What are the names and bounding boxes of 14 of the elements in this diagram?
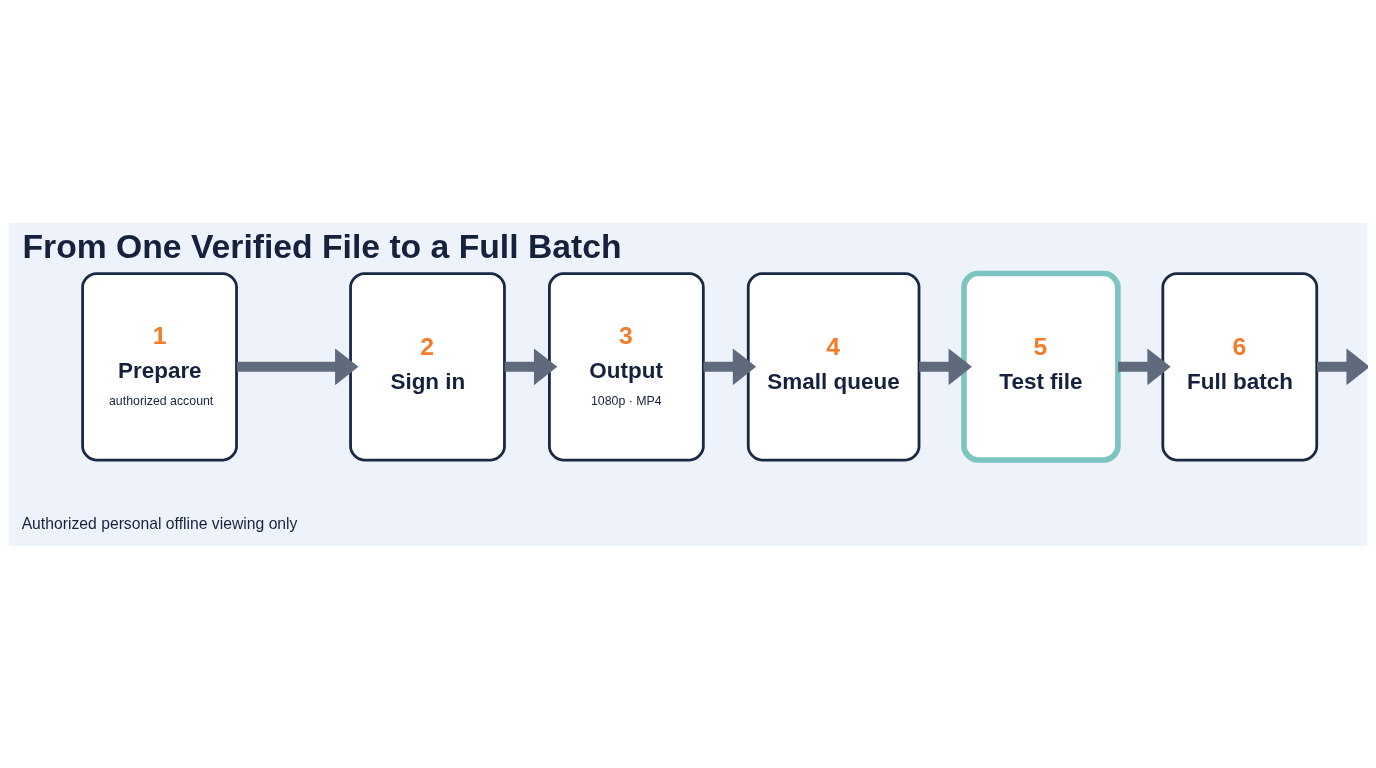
arrow <box>236 347 359 385</box>
node-box: 5 Test file <box>961 270 1121 463</box>
arrow <box>504 347 558 385</box>
node-box: 1 Prepare authorized account <box>81 271 238 461</box>
diagram-title: From One Verified File to a Full Batch <box>22 226 622 265</box>
node-box: 3 Output 1080p · MP4 <box>548 271 705 461</box>
node-box: 2 Sign in <box>349 271 506 461</box>
caption: Authorized personal offline viewing only <box>21 514 298 532</box>
arrow <box>1118 347 1171 385</box>
node-box: 6 Full batch <box>1161 271 1319 461</box>
arrow <box>919 347 972 385</box>
arrow <box>703 347 757 385</box>
node-box: 4 Small queue <box>746 271 921 461</box>
arrow <box>1317 347 1368 385</box>
